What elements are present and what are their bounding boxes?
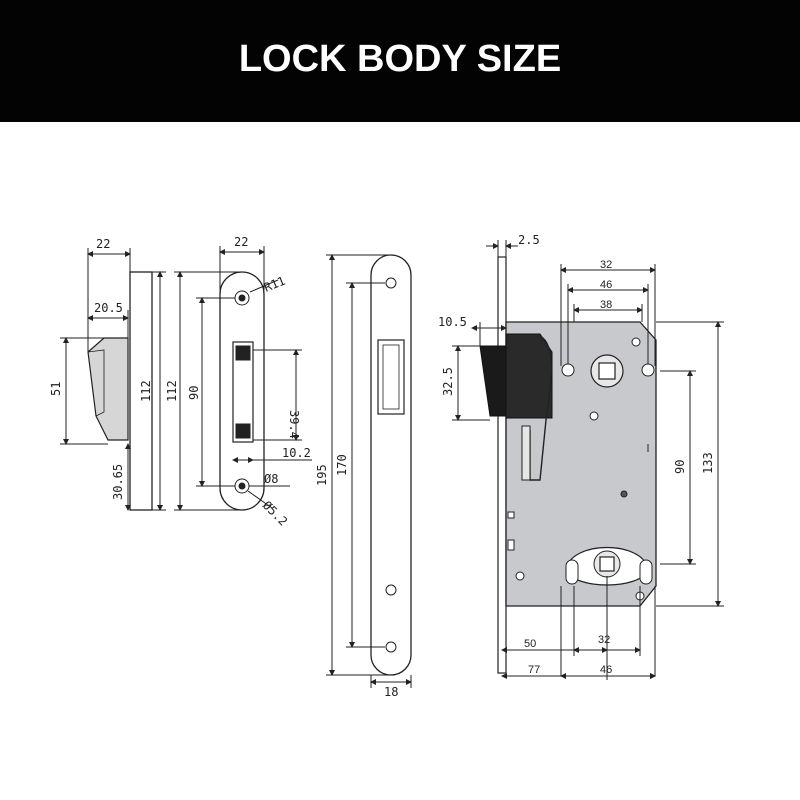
dim-strike-front-width: 22 [234,235,248,249]
dim-bottom-46: 46 [600,664,612,676]
dim-bottom-50: 50 [524,638,536,650]
dim-spindle-to-key: 90 [673,460,687,474]
latch-mechanism [505,333,553,419]
faceplate-view [326,254,412,688]
strike-plate-edge [129,271,153,511]
faceplate-outline [370,254,412,676]
cylinder-square [599,556,615,572]
latch-bolt [479,345,507,417]
top-left-pin-hole [561,363,575,377]
lock-faceplate-edge [497,256,507,674]
dim-strike-countersink: Ø5.2 [260,498,290,528]
dim-strike-side-latch-height: 51 [49,382,63,396]
dim-strike-side-plate-height: 112 [139,380,153,402]
cylinder-right-slot [639,559,653,585]
dim-top-32: 32 [600,259,612,271]
dim-faceplate-thickness: 2.5 [518,233,540,247]
dim-strike-front-plate-height: 112 [165,380,179,402]
page-title: LOCK BODY SIZE [238,37,562,80]
dim-strike-opening-height: 39.4 [287,410,301,439]
dim-body-height: 133 [701,452,715,474]
dim-faceplate-hole-spacing: 170 [335,454,349,476]
dim-strike-hole-spacing: 90 [187,386,201,400]
dim-strike-side-depth: 20.5 [94,301,123,315]
strike-front-view [174,246,312,511]
faceplate-hole-1 [385,277,397,289]
strike-side-view [60,248,166,511]
dim-strike-side-width: 22 [96,237,110,251]
dim-strike-radius: R11 [262,274,287,295]
dim-latch-projection: 10.5 [438,315,467,329]
dim-strike-opening-width: 10.2 [282,446,311,460]
cylinder-left-slot [565,559,579,585]
dim-top-38: 38 [600,299,612,311]
lock-body-view [452,240,724,680]
spindle-square [598,362,616,380]
faceplate-hole-3 [385,641,397,653]
dim-bottom-32: 32 [598,634,610,646]
dim-strike-side-offset: 30.65 [111,464,125,500]
strike-latch-opening [232,341,254,443]
dim-top-46: 46 [600,279,612,291]
title-banner: LOCK BODY SIZE [0,0,800,122]
dim-faceplate-width: 18 [384,685,398,699]
faceplate-hole-2 [385,584,397,596]
dim-strike-hole-diameter: Ø8 [264,472,278,486]
top-right-pin-hole [641,363,655,377]
dim-latch-height: 32.5 [441,367,455,396]
dim-backset: 77 [528,664,540,676]
dim-faceplate-length: 195 [315,464,329,486]
strike-keeper-profile [87,337,129,441]
